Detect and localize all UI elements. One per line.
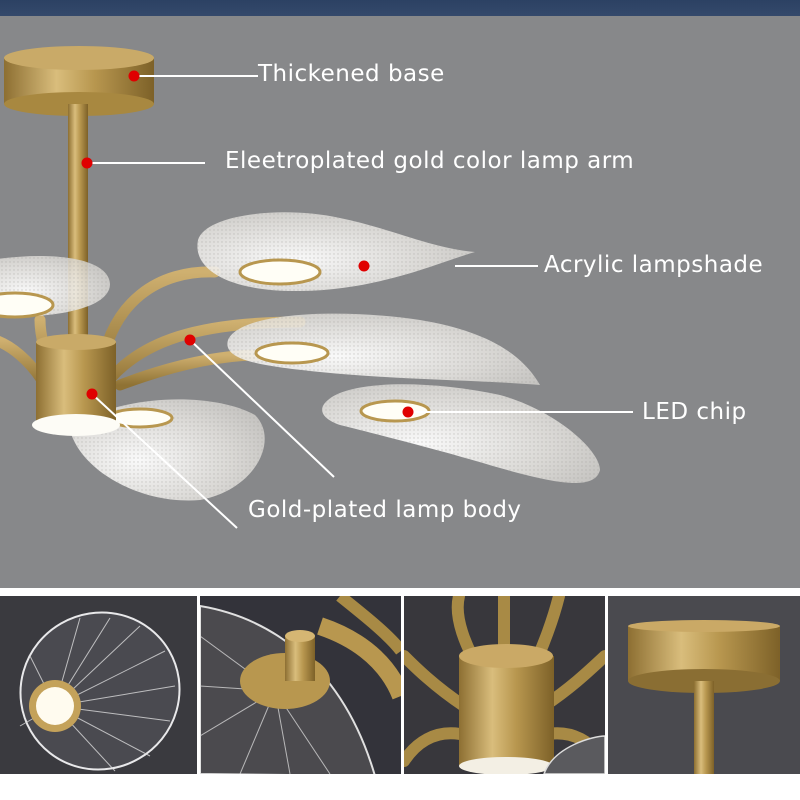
chandelier-illustration [0, 46, 633, 529]
thumbnail-center-hub [404, 596, 605, 774]
callout-label-led-chip: LED chip [642, 399, 747, 425]
marker-acrylic-lampshade [358, 260, 370, 272]
lamp-body-hub [32, 334, 120, 436]
callout-markers [81, 70, 414, 418]
callout-label-acrylic-lampshade: Acrylic lampshade [544, 252, 764, 278]
product-main-image: Thickened base Eleetroplated gold color … [0, 16, 800, 588]
thumbnail-lampshade-led [0, 596, 197, 774]
callout-label-thickened-base: Thickened base [258, 61, 445, 87]
callout-lines [88, 75, 633, 529]
ceiling-base [4, 46, 154, 116]
marker-lamp-body [86, 388, 98, 400]
acrylic-shade-middle [227, 313, 540, 385]
top-banner-strip [0, 0, 800, 16]
marker-lamp-arm [81, 157, 93, 169]
thumbnail-arm-joint [200, 596, 401, 774]
callout-label-lamp-body: Gold-plated lamp body [248, 497, 522, 523]
acrylic-shade-top [197, 212, 475, 292]
thumbnail-ceiling-base [608, 596, 800, 774]
marker-thickened-base [128, 70, 140, 82]
acrylic-shade-right [322, 384, 600, 483]
acrylic-shade-left [0, 255, 110, 319]
detail-thumbnail-strip [0, 596, 800, 774]
callout-label-lamp-arm: Eleetroplated gold color lamp arm [225, 148, 635, 174]
marker-arm-joint [184, 334, 196, 346]
marker-led-chip [402, 406, 414, 418]
